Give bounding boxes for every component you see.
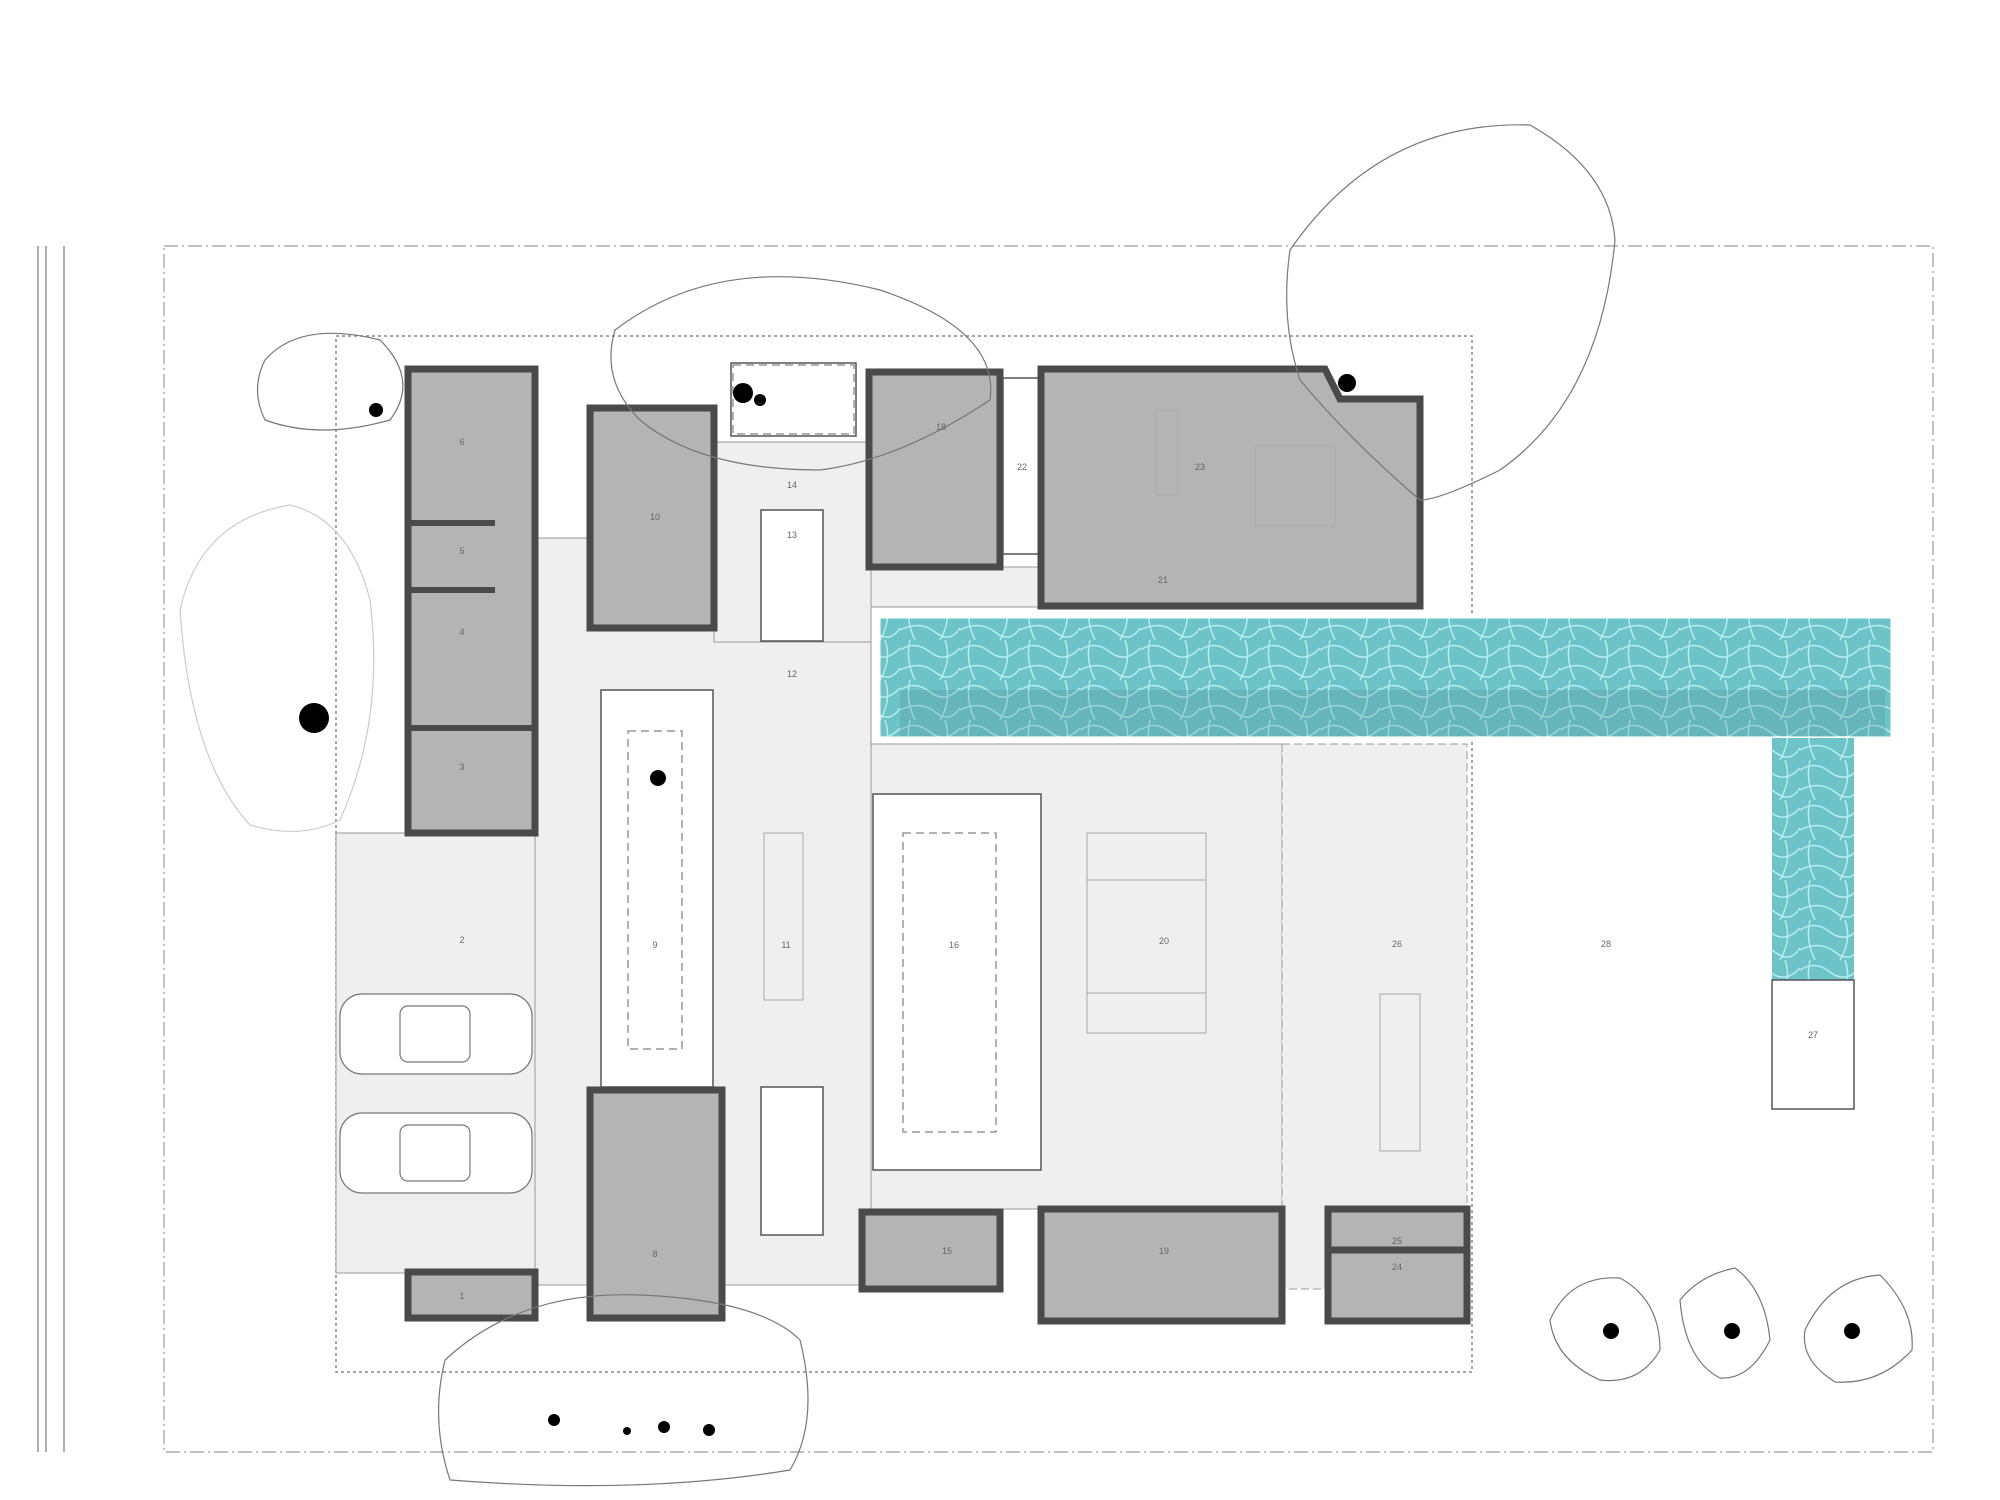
label-2: 2 bbox=[459, 935, 464, 945]
label-26: 26 bbox=[1392, 939, 1402, 949]
label-28: 28 bbox=[1601, 939, 1611, 949]
car-icon bbox=[339, 993, 533, 1194]
label-11: 11 bbox=[781, 940, 790, 950]
pool bbox=[877, 615, 1894, 980]
label-22: 22 bbox=[1017, 462, 1027, 472]
label-15: 15 bbox=[942, 1246, 952, 1256]
label-19: 19 bbox=[1159, 1246, 1169, 1256]
label-27: 27 bbox=[1808, 1030, 1818, 1040]
label-16: 16 bbox=[949, 940, 959, 950]
label-21: 21 bbox=[1158, 575, 1168, 585]
tree-trunks bbox=[299, 374, 1860, 1436]
courtyard-14 bbox=[730, 362, 857, 437]
room-21-23 bbox=[1037, 365, 1424, 610]
label-24: 24 bbox=[1392, 1262, 1402, 1272]
room-10 bbox=[586, 404, 718, 632]
label-25: 25 bbox=[1392, 1236, 1402, 1246]
label-5: 5 bbox=[459, 546, 464, 556]
room-labels: 1 2 3 4 5 6 8 9 10 11 12 13 14 15 16 18 … bbox=[459, 422, 1818, 1301]
pool-deck bbox=[1771, 979, 1855, 1110]
courtyard-9 bbox=[600, 689, 714, 1088]
label-10: 10 bbox=[650, 512, 660, 522]
label-14: 14 bbox=[787, 480, 797, 490]
label-4: 4 bbox=[459, 627, 464, 637]
tree-canopies bbox=[179, 124, 1913, 1487]
block-13 bbox=[760, 509, 824, 642]
dining-table bbox=[763, 832, 804, 1001]
kitchen-block bbox=[760, 1086, 824, 1236]
label-13: 13 bbox=[787, 530, 797, 540]
label-3: 3 bbox=[459, 762, 464, 772]
room-15 bbox=[858, 1208, 1004, 1293]
room-1 bbox=[404, 1268, 539, 1322]
label-6: 6 bbox=[459, 437, 464, 447]
bench-26 bbox=[1379, 993, 1421, 1152]
label-12: 12 bbox=[787, 669, 797, 679]
site-boundary bbox=[163, 245, 1934, 1453]
room-24-25 bbox=[1324, 1205, 1471, 1325]
courtyard-16 bbox=[872, 793, 1042, 1171]
label-23: 23 bbox=[1195, 462, 1205, 472]
label-18: 18 bbox=[936, 422, 946, 432]
street-lines bbox=[37, 246, 65, 1452]
label-9: 9 bbox=[652, 940, 657, 950]
label-20: 20 bbox=[1159, 936, 1169, 946]
room-6 bbox=[404, 365, 539, 837]
room-18 bbox=[865, 368, 1004, 571]
label-8: 8 bbox=[652, 1249, 657, 1259]
label-1: 1 bbox=[459, 1291, 464, 1301]
sofa bbox=[1086, 832, 1207, 1034]
room-8 bbox=[586, 1086, 726, 1322]
room-19 bbox=[1037, 1205, 1286, 1325]
